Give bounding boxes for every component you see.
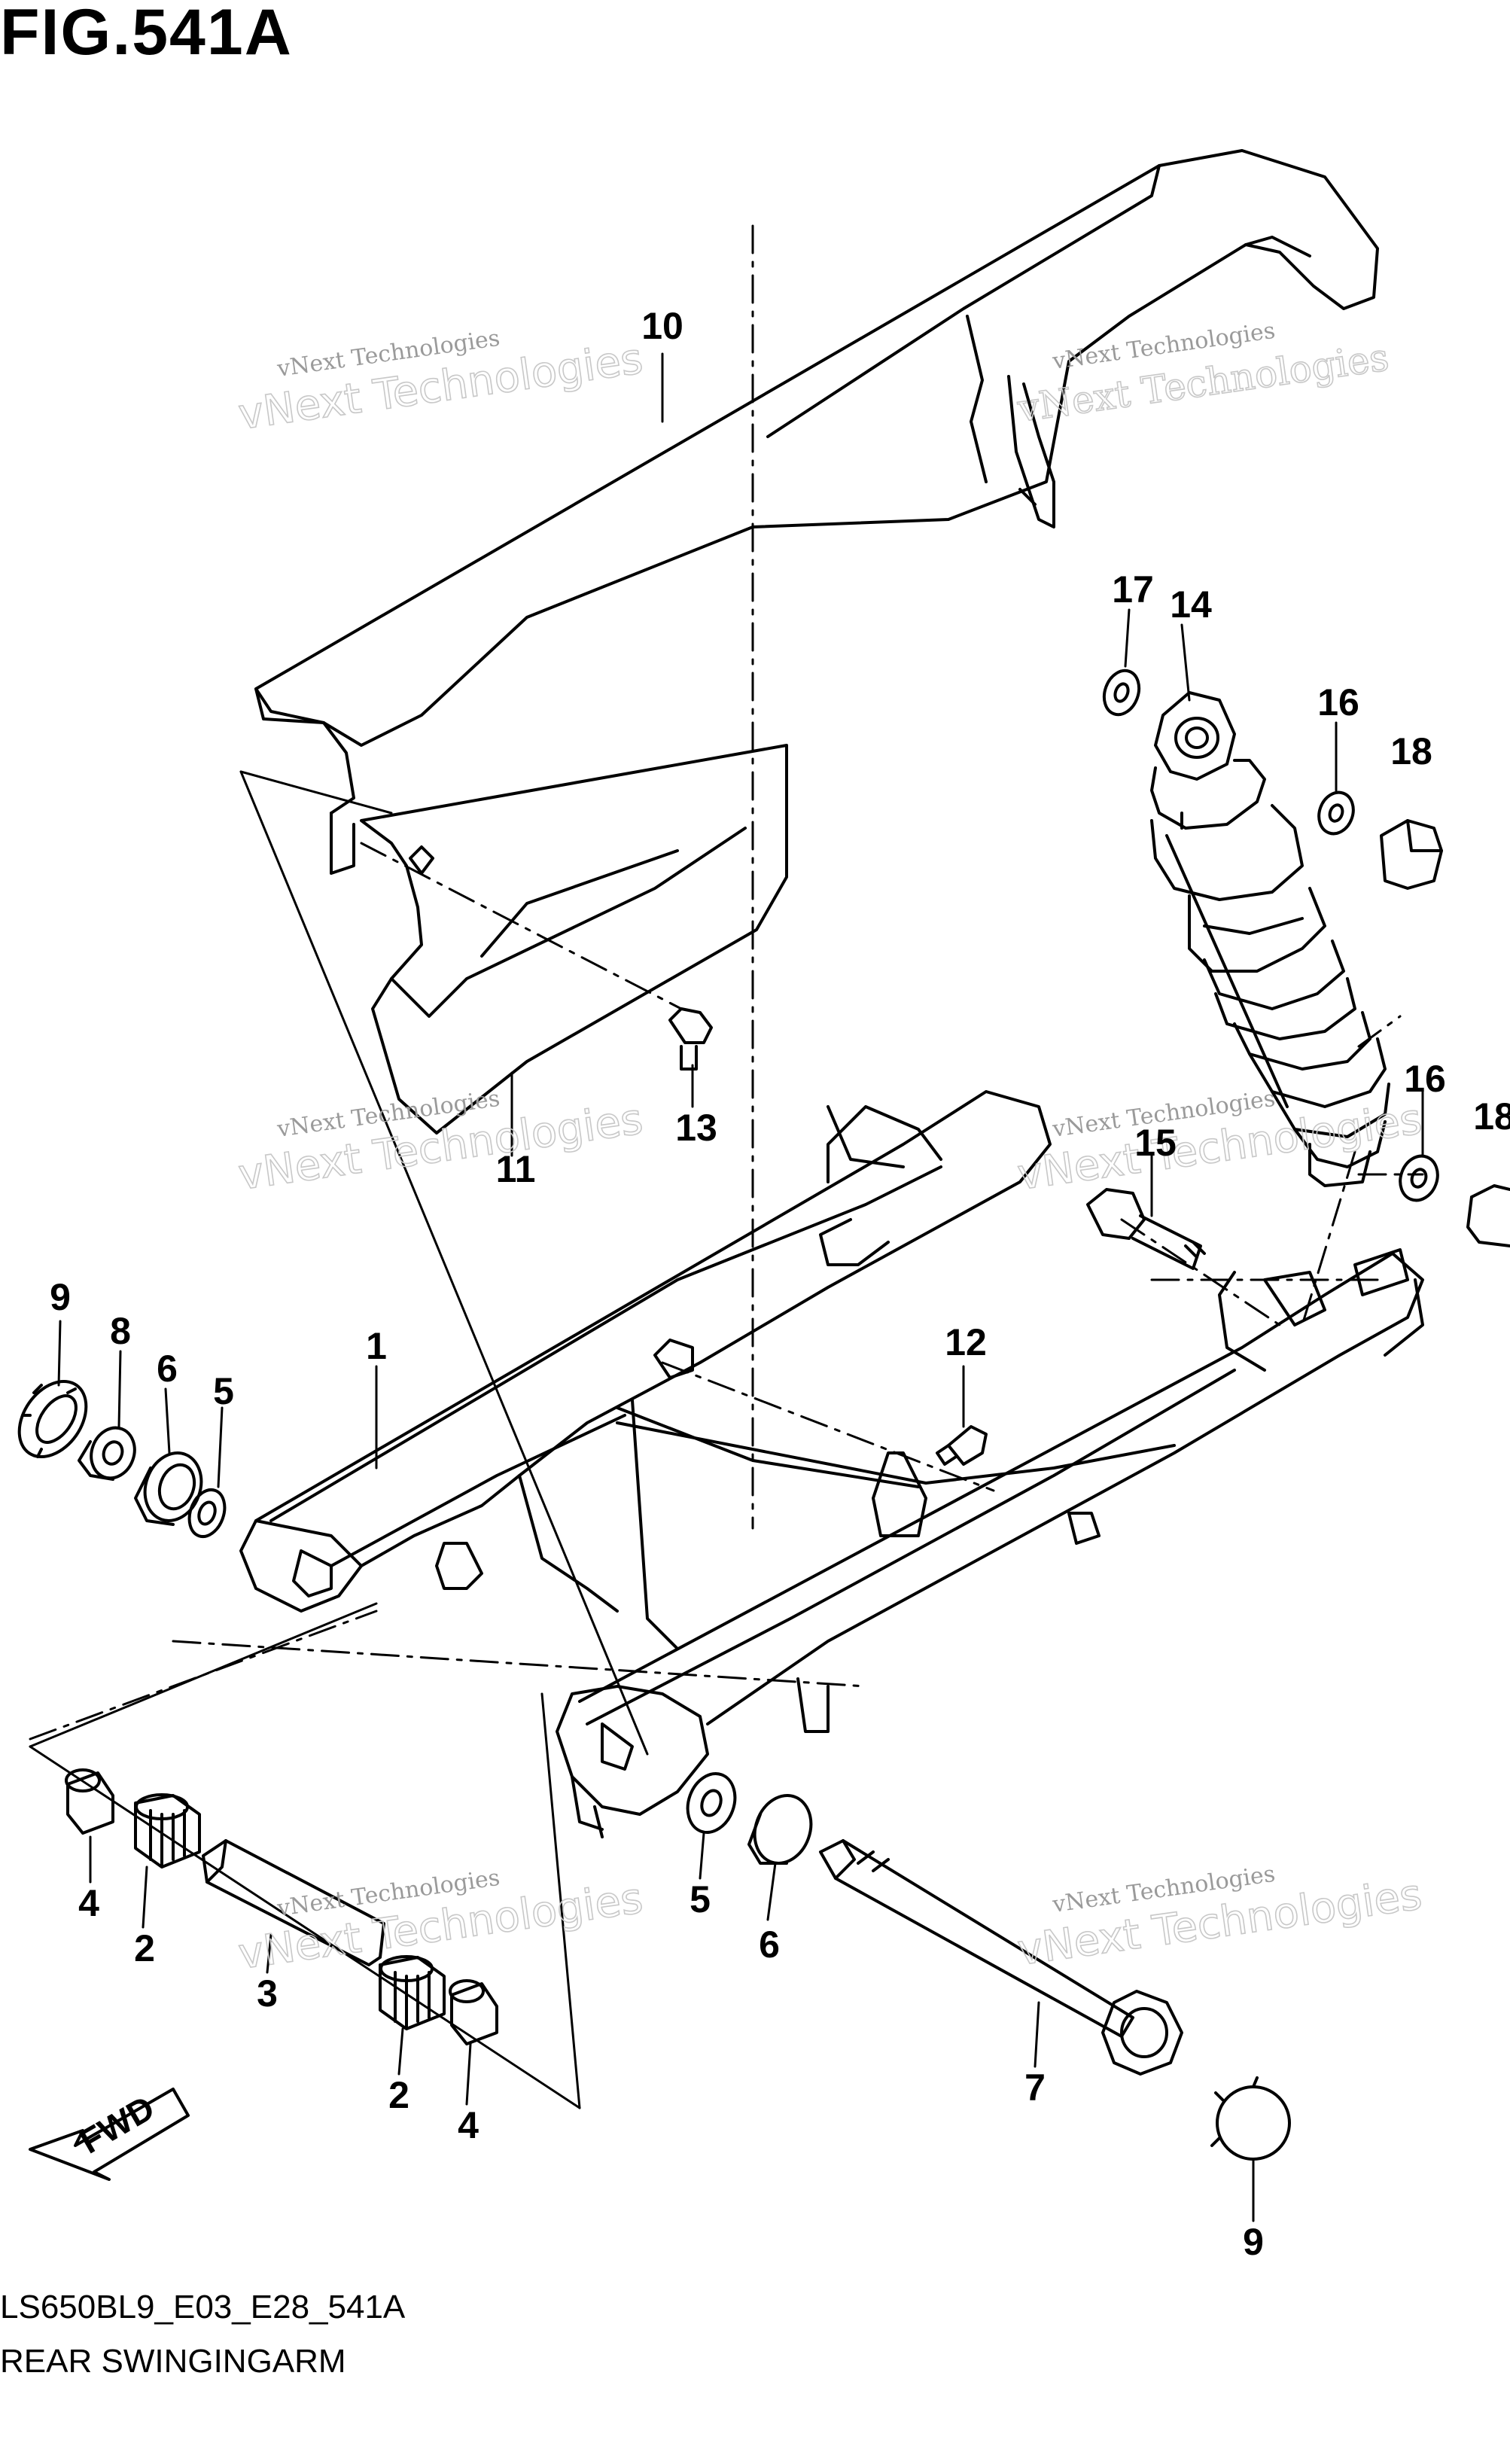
watermark-group: vNext Technologies vNext Technologies vN… xyxy=(235,318,1426,1980)
callout-2-left: 2 xyxy=(134,1927,155,1969)
part-swingarm xyxy=(239,1090,1424,1838)
callout-6-left: 6 xyxy=(157,1348,178,1390)
callout-8: 8 xyxy=(110,1310,131,1352)
part-bearing-2-right xyxy=(379,1955,446,2030)
part-nut-18-lower xyxy=(1466,1184,1510,1247)
part-shock-absorber xyxy=(1150,691,1390,1187)
callout-3: 3 xyxy=(257,1972,278,2015)
callout-17: 17 xyxy=(1112,568,1154,611)
callout-15: 15 xyxy=(1134,1122,1177,1164)
part-bushing-4-left xyxy=(65,1768,114,1835)
part-chain-case xyxy=(254,149,1379,875)
part-nut-18-upper xyxy=(1380,819,1443,890)
part-sleeve-3 xyxy=(202,1839,385,1966)
part-washer-16-lower xyxy=(1399,1154,1439,1202)
callout-12: 12 xyxy=(945,1321,987,1363)
callout-4-left: 4 xyxy=(78,1882,99,1924)
part-cap-9-left xyxy=(17,1379,88,1459)
callout-4-right: 4 xyxy=(458,2104,479,2146)
figure-code: LS650BL9_E03_E28_541A xyxy=(0,2289,406,2325)
part-bolt-13 xyxy=(668,1007,713,1071)
callout-1: 1 xyxy=(366,1325,387,1367)
callout-16-upper: 16 xyxy=(1317,681,1359,723)
figure-title: FIG.541A xyxy=(0,0,293,69)
part-bolt-12 xyxy=(936,1425,988,1466)
callout-14: 14 xyxy=(1170,583,1212,626)
fwd-arrow-icon xyxy=(29,2088,190,2181)
callout-group: 10 11 13 17 14 16 18 16 18 15 12 1 9 8 6… xyxy=(50,305,1510,2263)
callout-6-right: 6 xyxy=(759,1923,780,1966)
callout-18-upper: 18 xyxy=(1390,730,1432,772)
callout-13: 13 xyxy=(675,1107,717,1149)
part-washer-16-upper xyxy=(1317,790,1355,836)
callout-9-left: 9 xyxy=(50,1276,71,1318)
part-washer-17 xyxy=(1102,669,1141,717)
part-bearing-2-left xyxy=(134,1793,201,1869)
part-cap-9-right xyxy=(1210,2076,1291,2161)
figure-name: REAR SWINGINGARM xyxy=(0,2343,346,2380)
part-collar-8 xyxy=(78,1426,136,1481)
part-spacer-6-right xyxy=(747,1794,813,1865)
callout-9-right: 9 xyxy=(1243,2221,1264,2263)
callout-16-lower: 16 xyxy=(1404,1058,1446,1100)
part-pivot-bolt-7 xyxy=(819,1839,1183,2076)
callout-7: 7 xyxy=(1024,2067,1046,2109)
callout-18-lower: 18 xyxy=(1473,1095,1510,1138)
part-washer-5-left xyxy=(187,1488,227,1538)
fwd-label: FWD xyxy=(73,2088,161,2161)
callout-5-right: 5 xyxy=(690,1878,711,1920)
callout-10: 10 xyxy=(641,305,683,347)
part-lower-chain-guard xyxy=(360,744,788,1135)
callout-5-left: 5 xyxy=(213,1370,234,1412)
part-bolt-15 xyxy=(1086,1188,1206,1270)
callout-2-right: 2 xyxy=(388,2074,409,2116)
callout-11: 11 xyxy=(496,1148,536,1190)
part-bushing-4-right xyxy=(449,1979,498,2045)
part-washer-5-right xyxy=(686,1772,737,1834)
